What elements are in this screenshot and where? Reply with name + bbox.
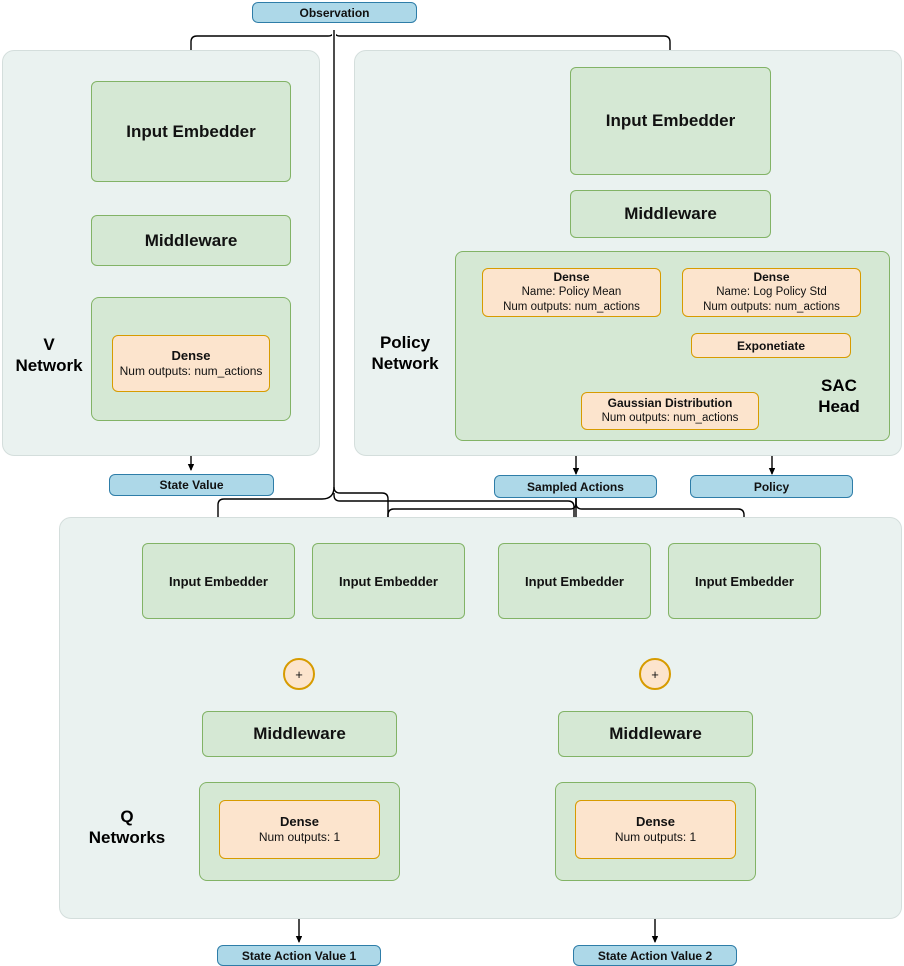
gaussian-distribution-detail: Num outputs: num_actions bbox=[601, 412, 739, 425]
v-dense-detail: Num outputs: num_actions bbox=[119, 364, 263, 379]
policy-output-label: Policy bbox=[753, 479, 790, 494]
policy-input-embedder-label: Input Embedder bbox=[605, 111, 736, 130]
q-sum-junction-1[interactable]: + bbox=[283, 658, 315, 690]
log-policy-std-dense-title: Dense bbox=[753, 270, 790, 285]
q-input-embedder-2-label: Input Embedder bbox=[339, 573, 438, 589]
q-middleware-1[interactable]: Middleware bbox=[202, 711, 397, 757]
observation-label: Observation bbox=[299, 5, 370, 20]
q-networks-label-line1: Q bbox=[120, 807, 134, 826]
q-input-embedder-4[interactable]: Input Embedder bbox=[668, 543, 821, 619]
q-input-embedder-2[interactable]: Input Embedder bbox=[312, 543, 465, 619]
v-middleware-label: Middleware bbox=[144, 230, 238, 250]
v-network-label-line1: V bbox=[43, 335, 55, 354]
gaussian-distribution-title: Gaussian Distribution bbox=[607, 395, 733, 410]
policy-input-embedder[interactable]: Input Embedder bbox=[570, 67, 771, 175]
observation-node[interactable]: Observation bbox=[252, 2, 417, 23]
policy-middleware[interactable]: Middleware bbox=[570, 190, 771, 238]
state-value-label: State Value bbox=[159, 478, 224, 492]
v-input-embedder[interactable]: Input Embedder bbox=[91, 81, 291, 182]
q-networks-label-line2: Networks bbox=[88, 828, 166, 848]
q-dense-1-title: Dense bbox=[279, 813, 320, 829]
v-network-label: V Network bbox=[10, 334, 88, 377]
gaussian-distribution-node[interactable]: Gaussian Distribution Num outputs: num_a… bbox=[581, 392, 759, 430]
log-policy-std-dense-outputs: Num outputs: num_actions bbox=[703, 301, 840, 314]
state-action-value-1-output[interactable]: State Action Value 1 bbox=[217, 945, 381, 966]
state-action-value-2-output[interactable]: State Action Value 2 bbox=[573, 945, 737, 966]
v-middleware[interactable]: Middleware bbox=[91, 215, 291, 266]
policy-network-label-line1: Policy bbox=[379, 333, 431, 352]
q-sum-junction-2[interactable]: + bbox=[639, 658, 671, 690]
policy-network-label: Policy Network bbox=[358, 332, 452, 375]
q-middleware-2-label: Middleware bbox=[609, 724, 702, 743]
q-sum-junction-1-symbol: + bbox=[295, 666, 303, 682]
v-input-embedder-label: Input Embedder bbox=[126, 121, 256, 141]
sampled-actions-label: Sampled Actions bbox=[527, 479, 624, 494]
q-dense-2[interactable]: Dense Num outputs: 1 bbox=[575, 800, 736, 859]
q-input-embedder-1-label: Input Embedder bbox=[169, 573, 268, 589]
v-network-label-line2: Network bbox=[15, 356, 83, 376]
sampled-actions-output[interactable]: Sampled Actions bbox=[494, 475, 657, 498]
exponetiate-label: Exponetiate bbox=[736, 338, 805, 353]
policy-mean-dense-outputs: Num outputs: num_actions bbox=[503, 301, 640, 314]
q-middleware-1-label: Middleware bbox=[253, 724, 346, 743]
state-action-value-1-label: State Action Value 1 bbox=[241, 948, 357, 963]
q-middleware-2[interactable]: Middleware bbox=[558, 711, 753, 757]
state-value-output[interactable]: State Value bbox=[109, 474, 274, 496]
v-dense-title: Dense bbox=[171, 347, 211, 363]
policy-mean-dense-title: Dense bbox=[553, 270, 590, 285]
policy-mean-dense-name: Name: Policy Mean bbox=[521, 286, 622, 299]
q-networks-label: Q Networks bbox=[70, 806, 184, 849]
sac-head-label: SAC Head bbox=[800, 375, 878, 418]
sac-head-label-line1: SAC bbox=[821, 376, 857, 395]
q-sum-junction-2-symbol: + bbox=[651, 666, 659, 682]
q-input-embedder-1[interactable]: Input Embedder bbox=[142, 543, 295, 619]
log-policy-std-dense-name: Name: Log Policy Std bbox=[716, 286, 827, 299]
q-input-embedder-3-label: Input Embedder bbox=[525, 573, 624, 589]
v-dense[interactable]: Dense Num outputs: num_actions bbox=[112, 335, 270, 392]
q-input-embedder-4-label: Input Embedder bbox=[695, 573, 794, 589]
q-dense-1-detail: Num outputs: 1 bbox=[258, 830, 341, 845]
q-dense-2-detail: Num outputs: 1 bbox=[614, 830, 697, 845]
log-policy-std-dense[interactable]: Dense Name: Log Policy Std Num outputs: … bbox=[682, 268, 861, 317]
policy-output[interactable]: Policy bbox=[690, 475, 853, 498]
policy-mean-dense[interactable]: Dense Name: Policy Mean Num outputs: num… bbox=[482, 268, 661, 317]
exponetiate-node[interactable]: Exponetiate bbox=[691, 333, 851, 358]
sac-head-label-line2: Head bbox=[818, 397, 860, 417]
policy-network-label-line2: Network bbox=[371, 354, 439, 374]
state-action-value-2-label: State Action Value 2 bbox=[597, 948, 713, 963]
q-dense-2-title: Dense bbox=[635, 813, 676, 829]
q-dense-1[interactable]: Dense Num outputs: 1 bbox=[219, 800, 380, 859]
q-input-embedder-3[interactable]: Input Embedder bbox=[498, 543, 651, 619]
policy-middleware-label: Middleware bbox=[624, 204, 717, 223]
